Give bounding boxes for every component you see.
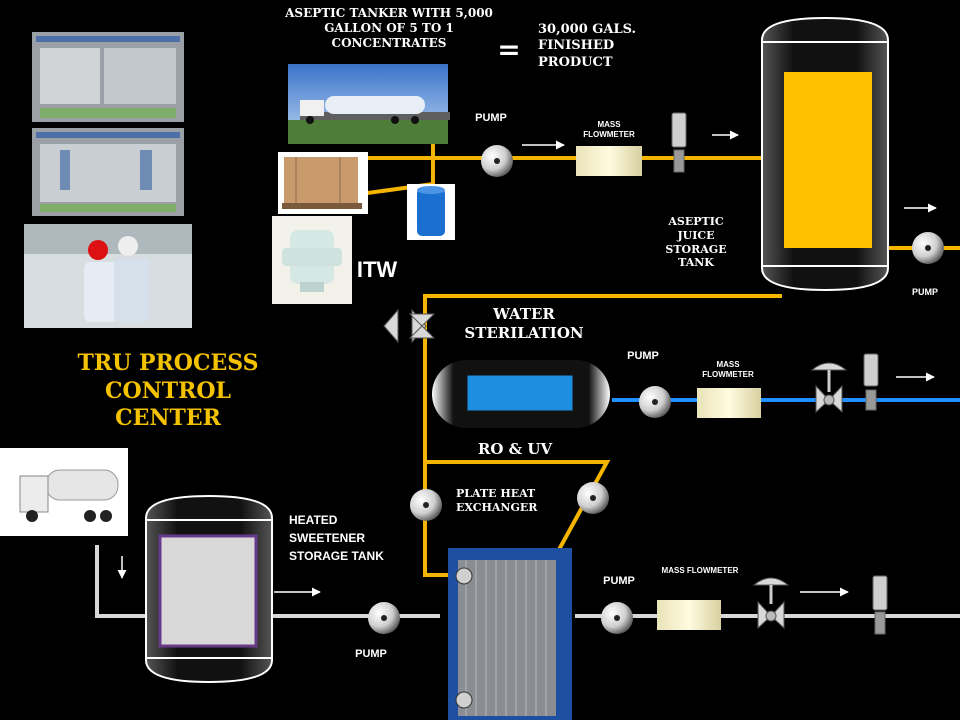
- ro-uv-unit: [432, 360, 610, 428]
- workers-photo: [24, 224, 192, 328]
- plate-heat-exchanger-image: [448, 548, 572, 720]
- pump-label: PUMP: [475, 112, 507, 124]
- juice-line-to-exchanger: [425, 460, 611, 567]
- hmi-screen-image-2: [32, 128, 184, 216]
- flowmeter-icon: [576, 146, 642, 176]
- tank-fill-level: [784, 72, 872, 248]
- tanker-truck-image: [288, 64, 450, 144]
- flowmeter-icon: [657, 600, 721, 630]
- sensor-icon: [863, 353, 879, 387]
- control-center-title: TRU PROCESS CONTROL CENTER: [77, 350, 259, 431]
- water-sterilation-label: WATER STERILATION: [464, 305, 584, 342]
- sweetener-storage-tank: [145, 494, 273, 684]
- flowmeter-label: MASS FLOWMETER: [702, 360, 754, 379]
- pump-label: PUMP: [627, 350, 659, 362]
- control-valve-icon: [752, 577, 790, 586]
- pump-label: PUMP: [911, 287, 938, 297]
- flowmeter-label: MASS FLOWMETER: [661, 566, 739, 575]
- flowmeter-icons: [576, 146, 761, 630]
- tote-box-image: [278, 152, 368, 214]
- hmi-screen-image: [32, 32, 184, 122]
- delivery-truck-image: [0, 448, 128, 536]
- flowmeter-icon: [697, 388, 761, 418]
- equals-sign: =: [497, 33, 521, 66]
- aseptic-tank-label: ASEPTIC JUICE STORAGE TANK: [665, 215, 727, 270]
- ro-uv-label: RO & UV: [477, 440, 553, 458]
- blue-drum-image: [407, 184, 455, 240]
- ro-uv-window: [464, 372, 576, 414]
- sweetener-tank-label: HEATED SWEETENER STORAGE TANK: [289, 513, 384, 563]
- pump-label: PUMP: [603, 575, 635, 587]
- flow-arrows: [117, 130, 937, 597]
- finished-product-label: 30,000 GALS. FINISHED PRODUCT: [538, 22, 637, 70]
- pump-label: PUMP: [355, 648, 387, 660]
- sensor-icon: [671, 112, 687, 148]
- pump-icons: [368, 145, 944, 634]
- sensor-icons: [671, 112, 888, 635]
- valve-body-image: [272, 216, 352, 304]
- tanker-caption: ASEPTIC TANKER WITH 5,000 GALLON OF 5 TO…: [285, 6, 493, 50]
- valve-icons: [383, 308, 848, 630]
- aseptic-storage-tank: [761, 16, 889, 292]
- plate-heat-exchanger-label: PLATE HEAT EXCHANGER: [456, 487, 538, 514]
- juice-return-line: [423, 294, 782, 577]
- control-valve-icon: [810, 362, 848, 371]
- itw-label: ITW: [356, 257, 398, 282]
- flowmeter-label: MASS FLOWMETER: [583, 120, 635, 139]
- sensor-icon: [872, 575, 888, 611]
